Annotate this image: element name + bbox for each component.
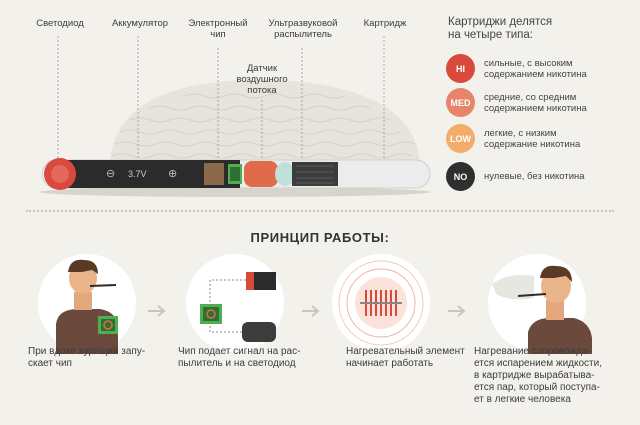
label-atomizer: Ультразвуковой распылитель <box>268 18 338 40</box>
step-3 <box>322 254 442 364</box>
section-title: ПРИНЦИП РАБОТЫ: <box>250 230 390 245</box>
section-divider <box>26 210 614 212</box>
smoker-hair <box>68 259 98 274</box>
battery-plus-icon: ⊕ <box>168 168 178 180</box>
chip-block <box>204 163 224 185</box>
vaper-ecig <box>517 293 547 297</box>
label-chip: Электронный чип <box>188 18 248 40</box>
legend-item-med: MED средние, со средним содержанием нико… <box>446 88 626 118</box>
device-diagram-area: Светодиод Аккумулятор Электронный чип Ул… <box>0 0 640 205</box>
device-diagram <box>40 36 431 197</box>
device-shadow <box>40 187 430 197</box>
vaper-illustration <box>492 265 592 354</box>
step-1 <box>28 254 148 364</box>
arrow-right-icon <box>302 305 320 317</box>
battery-minus-icon: ⊖ <box>106 168 116 180</box>
legend-text-med: средние, со средним содержанием никотина <box>484 92 587 114</box>
arrow-right-icon <box>148 305 166 317</box>
legend-text-hi: сильные, с высоким содержанием никотина <box>484 58 587 80</box>
smoker-ecig <box>89 284 117 287</box>
label-led: Светодиод <box>36 18 84 29</box>
led-inner <box>51 165 69 183</box>
leader-lines <box>57 36 385 160</box>
badge-low: LOW <box>446 124 475 153</box>
step-1-caption: При вдохе курящий запу- скает чип <box>28 346 146 369</box>
step-4 <box>478 254 598 364</box>
badge-hi: HI <box>446 54 475 83</box>
chip-core <box>230 167 240 181</box>
step-4-caption: Нагревание сопровожда- ется испарением ж… <box>474 346 603 405</box>
vaper-hair <box>540 265 572 282</box>
legend-item-no: NO нулевые, без никотина <box>446 162 626 192</box>
atomizer-cap <box>275 162 295 186</box>
badge-med: MED <box>446 88 475 117</box>
label-battery: Аккумулятор <box>111 18 169 29</box>
step-2-caption: Чип подает сигнал на рас- пылитель и на … <box>178 346 301 369</box>
step-2 <box>176 254 296 364</box>
signal-illustration <box>200 272 276 342</box>
legend-item-hi: HI сильные, с высоким содержанием никоти… <box>446 54 626 84</box>
heater-illustration <box>338 260 424 346</box>
atomizer-element <box>242 322 276 342</box>
foam-texture <box>296 165 334 184</box>
legend-title: Картриджи делятся на четыре типа: <box>448 16 553 41</box>
vapour-cloud-icon <box>492 275 534 300</box>
label-cartridge: Картридж <box>363 18 407 29</box>
smoker-neck <box>74 292 92 310</box>
badge-no: NO <box>446 162 475 191</box>
vaper-shirt <box>528 318 592 354</box>
atomizer-body <box>244 161 278 187</box>
legend-text-no: нулевые, без никотина <box>484 171 585 182</box>
legend-item-low: LOW легкие, с низким содержание никотина <box>446 124 626 154</box>
smoker-illustration <box>56 259 118 354</box>
label-airflow-sensor: Датчик воздушного потока <box>236 63 288 96</box>
step-3-caption: Нагревательный элемент начинает работать <box>346 346 465 369</box>
legend-text-low: легкие, с низким содержание никотина <box>484 128 581 150</box>
battery-voltage: 3.7V <box>128 169 147 179</box>
arrow-right-icon <box>448 305 466 317</box>
